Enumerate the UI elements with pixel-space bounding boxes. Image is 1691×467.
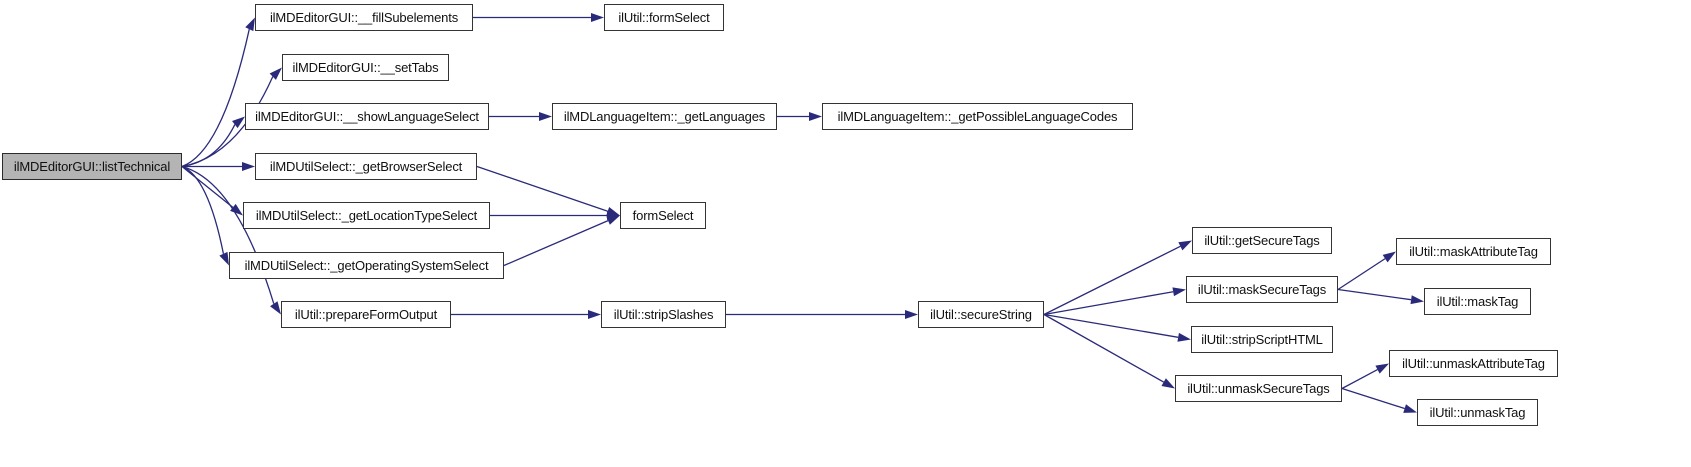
graph-edge-listTechnical-to-prepareFormOutput <box>181 165 275 304</box>
graph-node-label: ilUtil::unmaskTag <box>1429 405 1526 420</box>
graph-node-getLanguages[interactable]: ilMDLanguageItem::_getLanguages <box>552 103 777 130</box>
graph-node-label: ilUtil::prepareFormOutput <box>294 307 438 322</box>
graph-edge-unmaskSecureTags-to-unmaskAttributeTag <box>1341 369 1378 390</box>
graph-node-unmaskAttributeTag[interactable]: ilUtil::unmaskAttributeTag <box>1389 350 1558 377</box>
graph-arrowhead-getBrowserSelect <box>242 162 255 171</box>
graph-arrowhead-getPossibleLanguageCodes <box>809 112 822 121</box>
graph-edge-listTechnical-to-fillSubelements <box>181 29 250 168</box>
graph-edge-secureString-to-maskSecureTags <box>1043 291 1174 316</box>
graph-node-label: ilUtil::secureString <box>930 307 1032 322</box>
graph-node-label: ilMDLanguageItem::_getPossibleLanguageCo… <box>837 109 1118 124</box>
graph-edge-listTechnical-to-getOperatingSystemSelect <box>181 165 225 254</box>
graph-node-label: ilUtil::unmaskSecureTags <box>1187 381 1330 396</box>
graph-arrowhead-maskAttributeTag <box>1382 251 1396 263</box>
graph-node-stripScriptHTML[interactable]: ilUtil::stripScriptHTML <box>1191 326 1333 353</box>
graph-node-formSelect[interactable]: formSelect <box>620 202 706 229</box>
graph-arrowhead-prepareFormOutput <box>270 301 281 315</box>
graph-edge-secureString-to-getSecureTags <box>1043 245 1181 316</box>
graph-arrowhead-secureString <box>905 310 918 319</box>
graph-arrowhead-getSecureTags <box>1178 240 1192 251</box>
graph-edge-maskSecureTags-to-maskTag <box>1337 288 1412 301</box>
graph-node-label: ilUtil::maskAttributeTag <box>1409 244 1538 259</box>
graph-arrowhead-formSelectUtil <box>591 13 604 22</box>
graph-node-maskAttributeTag[interactable]: ilUtil::maskAttributeTag <box>1396 238 1551 265</box>
graph-node-label: ilMDEditorGUI::__showLanguageSelect <box>255 109 479 124</box>
graph-node-label: ilUtil::formSelect <box>618 10 710 25</box>
graph-arrowhead-maskTag <box>1410 295 1424 305</box>
graph-arrowhead-unmaskAttributeTag <box>1375 363 1389 374</box>
graph-node-label: ilMDLanguageItem::_getLanguages <box>563 109 766 124</box>
graph-node-prepareFormOutput[interactable]: ilUtil::prepareFormOutput <box>281 301 451 328</box>
graph-edge-maskSecureTags-to-maskAttributeTag <box>1337 258 1386 291</box>
graph-node-stripSlashes[interactable]: ilUtil::stripSlashes <box>601 301 726 328</box>
graph-node-setTabs[interactable]: ilMDEditorGUI::__setTabs <box>282 54 449 81</box>
graph-arrowhead-getLocationTypeSelect <box>230 203 243 216</box>
graph-arrowhead-setTabs <box>269 67 282 80</box>
graph-arrowhead-getLanguages <box>539 112 552 121</box>
graph-edge-listTechnical-to-showLanguageSelect <box>181 124 236 168</box>
graph-edge-getOperatingSystemSelect-to-formSelect <box>503 220 609 267</box>
graph-arrowhead-fillSubelements <box>245 17 255 32</box>
graph-node-maskTag[interactable]: ilUtil::maskTag <box>1424 288 1531 315</box>
graph-arrowhead-stripSlashes <box>588 310 601 319</box>
graph-arrowhead-unmaskSecureTags <box>1161 378 1175 389</box>
graph-node-label: ilMDEditorGUI::__setTabs <box>292 60 439 75</box>
graph-node-getPossibleLanguageCodes[interactable]: ilMDLanguageItem::_getPossibleLanguageCo… <box>822 103 1133 130</box>
graph-arrowhead-formSelect <box>606 215 620 225</box>
graph-arrowhead-getOperatingSystemSelect <box>219 251 229 266</box>
graph-node-label: ilUtil::stripSlashes <box>613 307 714 322</box>
graph-edge-unmaskSecureTags-to-unmaskTag <box>1341 387 1405 410</box>
graph-node-unmaskSecureTags[interactable]: ilUtil::unmaskSecureTags <box>1175 375 1342 402</box>
graph-edge-listTechnical-to-getLocationTypeSelect <box>181 165 234 208</box>
graph-node-label: ilMDUtilSelect::_getLocationTypeSelect <box>255 208 478 223</box>
graph-node-label: ilUtil::getSecureTags <box>1204 233 1320 248</box>
graph-node-label: ilUtil::unmaskAttributeTag <box>1402 356 1545 371</box>
graph-node-getLocationTypeSelect[interactable]: ilMDUtilSelect::_getLocationTypeSelect <box>243 202 490 229</box>
graph-edge-secureString-to-unmaskSecureTags <box>1043 313 1164 383</box>
graph-node-showLanguageSelect[interactable]: ilMDEditorGUI::__showLanguageSelect <box>245 103 489 130</box>
graph-arrowhead-maskSecureTags <box>1172 287 1186 297</box>
graph-node-getSecureTags[interactable]: ilUtil::getSecureTags <box>1192 227 1332 254</box>
graph-node-label: ilMDEditorGUI::__fillSubelements <box>269 10 459 25</box>
graph-node-label: ilUtil::maskTag <box>1436 294 1519 309</box>
graph-arrowhead-showLanguageSelect <box>232 116 245 129</box>
graph-node-maskSecureTags[interactable]: ilUtil::maskSecureTags <box>1186 276 1338 303</box>
graph-node-getBrowserSelect[interactable]: ilMDUtilSelect::_getBrowserSelect <box>255 153 477 180</box>
graph-arrowhead-stripScriptHTML <box>1177 332 1191 342</box>
graph-edge-getBrowserSelect-to-formSelect <box>476 165 608 212</box>
graph-node-label: ilUtil::maskSecureTags <box>1197 282 1327 297</box>
graph-arrowhead-unmaskTag <box>1403 404 1417 413</box>
graph-node-label: ilUtil::stripScriptHTML <box>1201 332 1323 347</box>
graph-node-fillSubelements[interactable]: ilMDEditorGUI::__fillSubelements <box>255 4 473 31</box>
graph-edge-secureString-to-stripScriptHTML <box>1043 313 1179 338</box>
graph-node-secureString[interactable]: ilUtil::secureString <box>918 301 1044 328</box>
graph-node-unmaskTag[interactable]: ilUtil::unmaskTag <box>1417 399 1538 426</box>
graph-node-label: ilMDUtilSelect::_getBrowserSelect <box>269 159 463 174</box>
graph-node-label: ilMDUtilSelect::_getOperatingSystemSelec… <box>244 258 489 273</box>
graph-node-listTechnical[interactable]: ilMDEditorGUI::listTechnical <box>2 153 182 180</box>
graph-node-label: ilMDEditorGUI::listTechnical <box>13 159 171 174</box>
graph-node-getOperatingSystemSelect[interactable]: ilMDUtilSelect::_getOperatingSystemSelec… <box>229 252 504 279</box>
graph-node-label: formSelect <box>632 208 694 223</box>
graph-node-formSelectUtil[interactable]: ilUtil::formSelect <box>604 4 724 31</box>
